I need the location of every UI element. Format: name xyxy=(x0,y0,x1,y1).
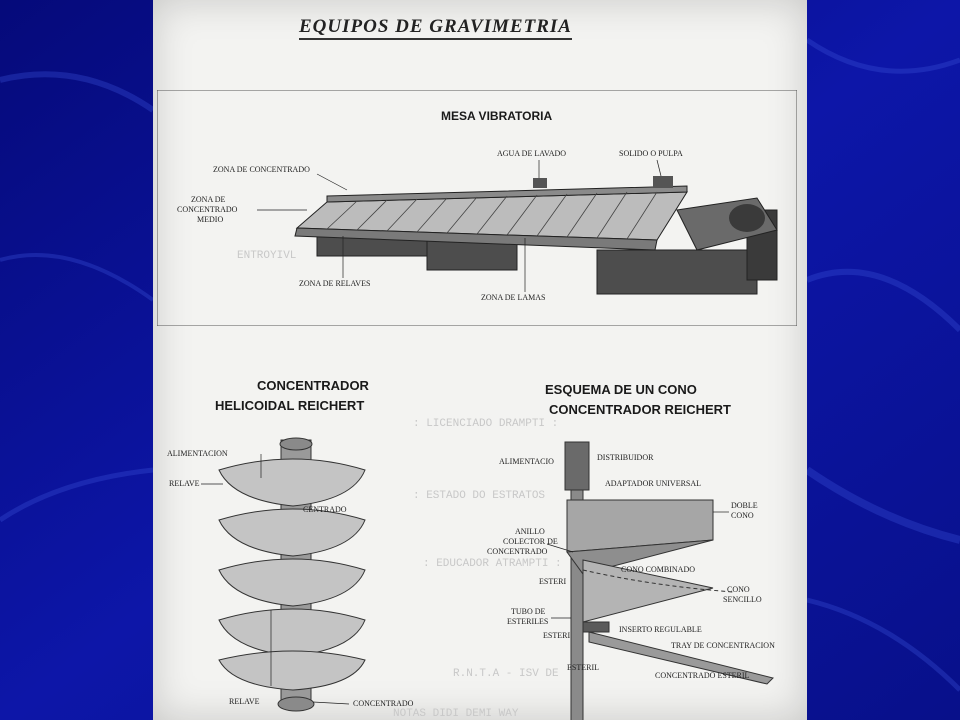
svg-text:R.N.T.A - ISV DE: R.N.T.A - ISV DE xyxy=(453,668,559,680)
mesa-labels: ZONA DE CONCENTRADO AGUA DE LAVADO SOLID… xyxy=(177,149,683,302)
label-alimentacion: ALIMENTACION xyxy=(167,449,228,458)
label-cono-combinado: CONO COMBINADO xyxy=(621,565,695,574)
scanned-document: EQUIPOS DE GRAVIMETRIA MESA VIBRATORIA E… xyxy=(153,0,807,720)
label-zona-medio-1: ZONA DE xyxy=(191,195,226,204)
svg-text:: EDUCADOR ATRAMPTI :: : EDUCADOR ATRAMPTI : xyxy=(423,558,562,570)
mesa-title: MESA VIBRATORIA xyxy=(441,109,552,123)
label-solido-pulpa: SOLIDO O PULPA xyxy=(619,149,683,158)
table-deck xyxy=(294,176,688,251)
cono-labels: ALIMENTACIO DISTRIBUIDOR ADAPTADOR UNIVE… xyxy=(487,453,775,680)
label-concentrado-mid: CENTRADO xyxy=(303,505,347,514)
label-alimentacion-cono: ALIMENTACIO xyxy=(499,457,554,466)
label-zona-lamas: ZONA DE LAMAS xyxy=(481,293,545,302)
label-tubo-1: TUBO DE xyxy=(511,607,546,616)
document-title: EQUIPOS DE GRAVIMETRIA xyxy=(299,16,572,40)
helicoidal-title-1: CONCENTRADOR xyxy=(257,378,370,393)
reichert-diagrams: : LICENCIADO DRAMPTI : : ESTADO DO ESTRA… xyxy=(167,378,775,720)
label-doble-cono-2: CONO xyxy=(731,511,754,520)
label-cono-sencillo-1: CONO xyxy=(727,585,750,594)
label-zona-medio-3: MEDIO xyxy=(197,215,223,224)
label-agua-lavado: AGUA DE LAVADO xyxy=(497,149,566,158)
drive-mechanism xyxy=(676,197,778,251)
label-inserto-regulable: INSERTO REGULABLE xyxy=(619,625,702,634)
label-adaptador-universal: ADAPTADOR UNIVERSAL xyxy=(605,479,701,488)
mesa-vibratoria-diagram: MESA VIBRATORIA ENTROYIVL xyxy=(157,90,797,326)
helical-spiral xyxy=(218,437,366,712)
label-distribuidor: DISTRIBUIDOR xyxy=(597,453,654,462)
svg-text:: ESTADO DO ESTRATOS: : ESTADO DO ESTRATOS xyxy=(413,490,545,502)
label-anillo-3: CONCENTRADO xyxy=(487,547,548,556)
label-anillo-2: COLECTOR DE xyxy=(503,537,558,546)
svg-text:NOTAS DIDI DEMI WAY: NOTAS DIDI DEMI WAY xyxy=(393,708,519,720)
cono-title-2: CONCENTRADOR REICHERT xyxy=(549,402,731,417)
label-esteril-2: ESTERI xyxy=(543,631,570,640)
label-doble-cono-1: DOBLE xyxy=(731,501,758,510)
cone-schematic xyxy=(564,441,774,720)
label-zona-concentrado: ZONA DE CONCENTRADO xyxy=(213,165,310,174)
label-zona-medio-2: CONCENTRADO xyxy=(177,205,238,214)
label-relave-bottom: RELAVE xyxy=(229,697,260,706)
bleed-through-text: ENTROYIVL xyxy=(237,250,296,262)
label-esteril-3: ESTERIL xyxy=(567,663,599,672)
label-concentrado-esteril: CONCENTRADO ESTERIL xyxy=(655,671,750,680)
svg-text:: LICENCIADO DRAMPTI :: : LICENCIADO DRAMPTI : xyxy=(413,418,558,430)
helicoidal-labels: ALIMENTACION RELAVE CENTRADO RELAVE CONC… xyxy=(167,449,414,708)
label-concentrado-bottom: CONCENTRADO xyxy=(353,699,414,708)
label-cono-sencillo-2: SENCILLO xyxy=(723,595,762,604)
bleed-through-lines: : LICENCIADO DRAMPTI : : ESTADO DO ESTRA… xyxy=(393,418,562,720)
label-anillo-1: ANILLO xyxy=(515,527,545,536)
label-relave-top: RELAVE xyxy=(169,479,200,488)
label-esteril-1: ESTERI xyxy=(539,577,566,586)
label-tubo-2: ESTERILES xyxy=(507,617,548,626)
label-tray-concentracion: TRAY DE CONCENTRACION xyxy=(671,641,775,650)
cono-title-1: ESQUEMA DE UN CONO xyxy=(545,382,697,397)
label-zona-relaves: ZONA DE RELAVES xyxy=(299,279,370,288)
helicoidal-title-2: HELICOIDAL REICHERT xyxy=(215,398,364,413)
